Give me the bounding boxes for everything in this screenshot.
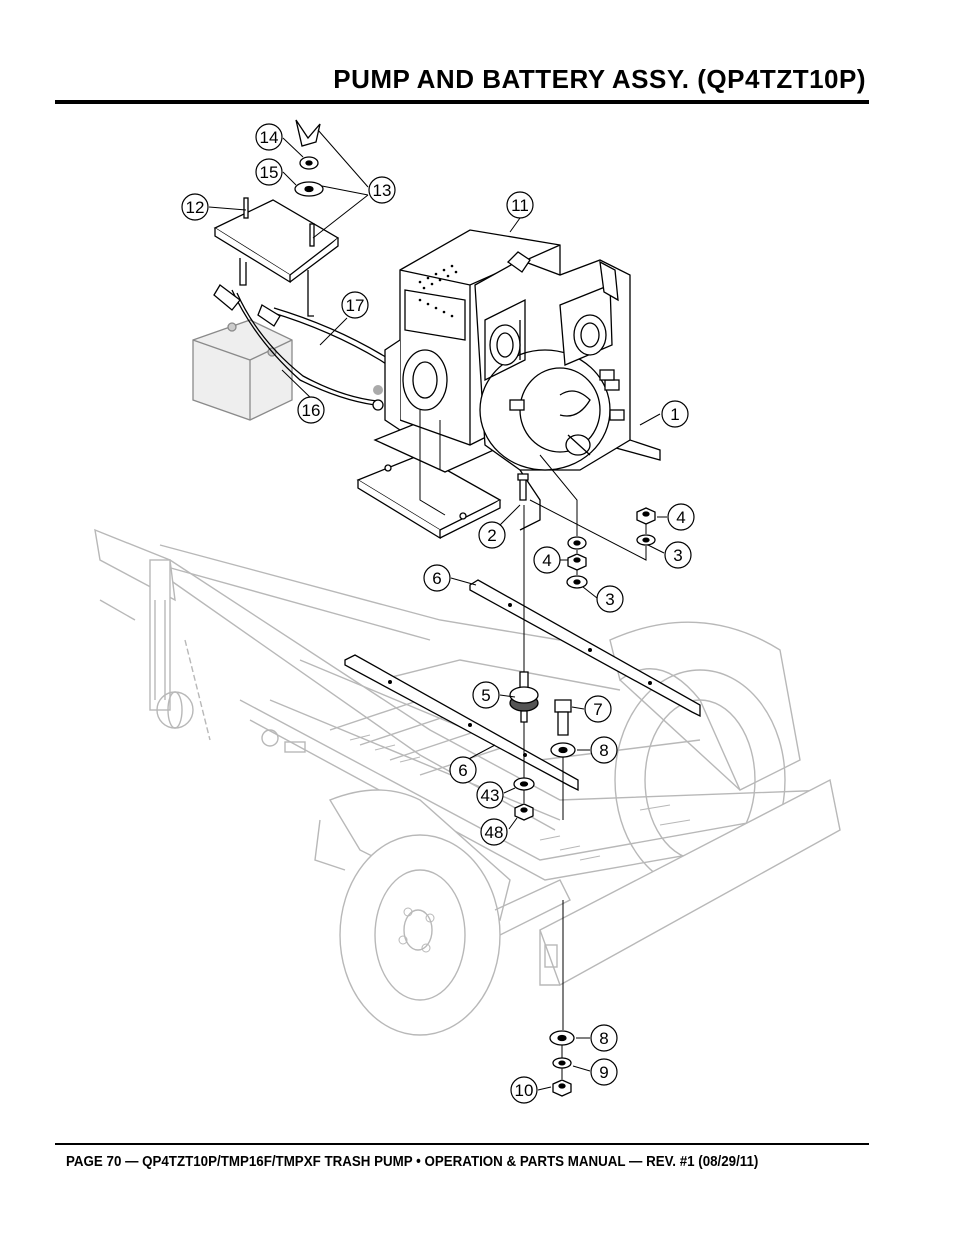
- callout-9: 9: [590, 1058, 618, 1086]
- svg-text:13: 13: [373, 181, 392, 200]
- svg-text:9: 9: [599, 1063, 608, 1082]
- svg-text:43: 43: [481, 786, 500, 805]
- svg-text:17: 17: [346, 296, 365, 315]
- svg-text:6: 6: [458, 761, 467, 780]
- leader-lines: [208, 129, 667, 1091]
- callout-12: 12: [181, 193, 209, 221]
- callout-8-lower: 8: [590, 1024, 618, 1052]
- callout-8-upper: 8: [590, 736, 618, 764]
- page-footer: PAGE 70 — QP4TZT10P/TMP16F/TMPXF TRASH P…: [66, 1154, 759, 1170]
- svg-text:8: 8: [599, 1029, 608, 1048]
- pump-body: [474, 251, 631, 471]
- title-rule: [55, 100, 869, 104]
- svg-text:14: 14: [260, 128, 279, 147]
- footer-rule: [55, 1143, 869, 1145]
- callout-15: 15: [255, 158, 283, 186]
- callout-14: 14: [255, 123, 283, 151]
- callout-1: 1: [661, 400, 689, 428]
- svg-text:7: 7: [593, 700, 602, 719]
- page-title: PUMP AND BATTERY ASSY. (QP4TZT10P): [333, 64, 866, 94]
- svg-text:48: 48: [485, 823, 504, 842]
- svg-text:4: 4: [542, 551, 551, 570]
- callout-10: 10: [510, 1076, 538, 1104]
- callout-7: 7: [584, 695, 612, 723]
- battery-holddown: [213, 197, 340, 317]
- callout-6-lower: 6: [449, 756, 477, 784]
- svg-text:10: 10: [515, 1081, 534, 1100]
- svg-text:11: 11: [511, 196, 529, 215]
- callout-11: 11: [506, 191, 534, 219]
- svg-text:2: 2: [487, 526, 496, 545]
- svg-text:5: 5: [481, 686, 490, 705]
- svg-text:3: 3: [605, 590, 614, 609]
- callout-2: 2: [478, 521, 506, 549]
- svg-text:6: 6: [432, 569, 441, 588]
- callout-43: 43: [476, 781, 504, 809]
- bolt-7: [554, 699, 572, 713]
- bolt-2: [519, 477, 527, 501]
- callout-4-left: 4: [533, 546, 561, 574]
- callout-13: 13: [368, 176, 396, 204]
- svg-text:4: 4: [676, 508, 685, 527]
- trailer-illustration: [94, 528, 841, 1036]
- svg-text:16: 16: [302, 401, 321, 420]
- callout-48: 48: [480, 818, 508, 846]
- callout-6-upper: 6: [423, 564, 451, 592]
- parts-line-art: [192, 119, 701, 1097]
- callout-16: 16: [297, 396, 325, 424]
- callout-4-right: 4: [667, 503, 695, 531]
- callout-5: 5: [472, 681, 500, 709]
- wing-nut: [295, 119, 321, 147]
- svg-text:8: 8: [599, 741, 608, 760]
- callout-3-left: 3: [596, 585, 624, 613]
- svg-text:3: 3: [673, 546, 682, 565]
- callout-3-right: 3: [664, 541, 692, 569]
- svg-text:15: 15: [260, 163, 279, 182]
- svg-text:1: 1: [670, 405, 679, 424]
- rail-6-upper: [469, 579, 701, 718]
- rail-6-lower: [344, 654, 579, 792]
- callout-17: 17: [341, 291, 369, 319]
- svg-text:12: 12: [186, 198, 205, 217]
- battery: [192, 319, 293, 421]
